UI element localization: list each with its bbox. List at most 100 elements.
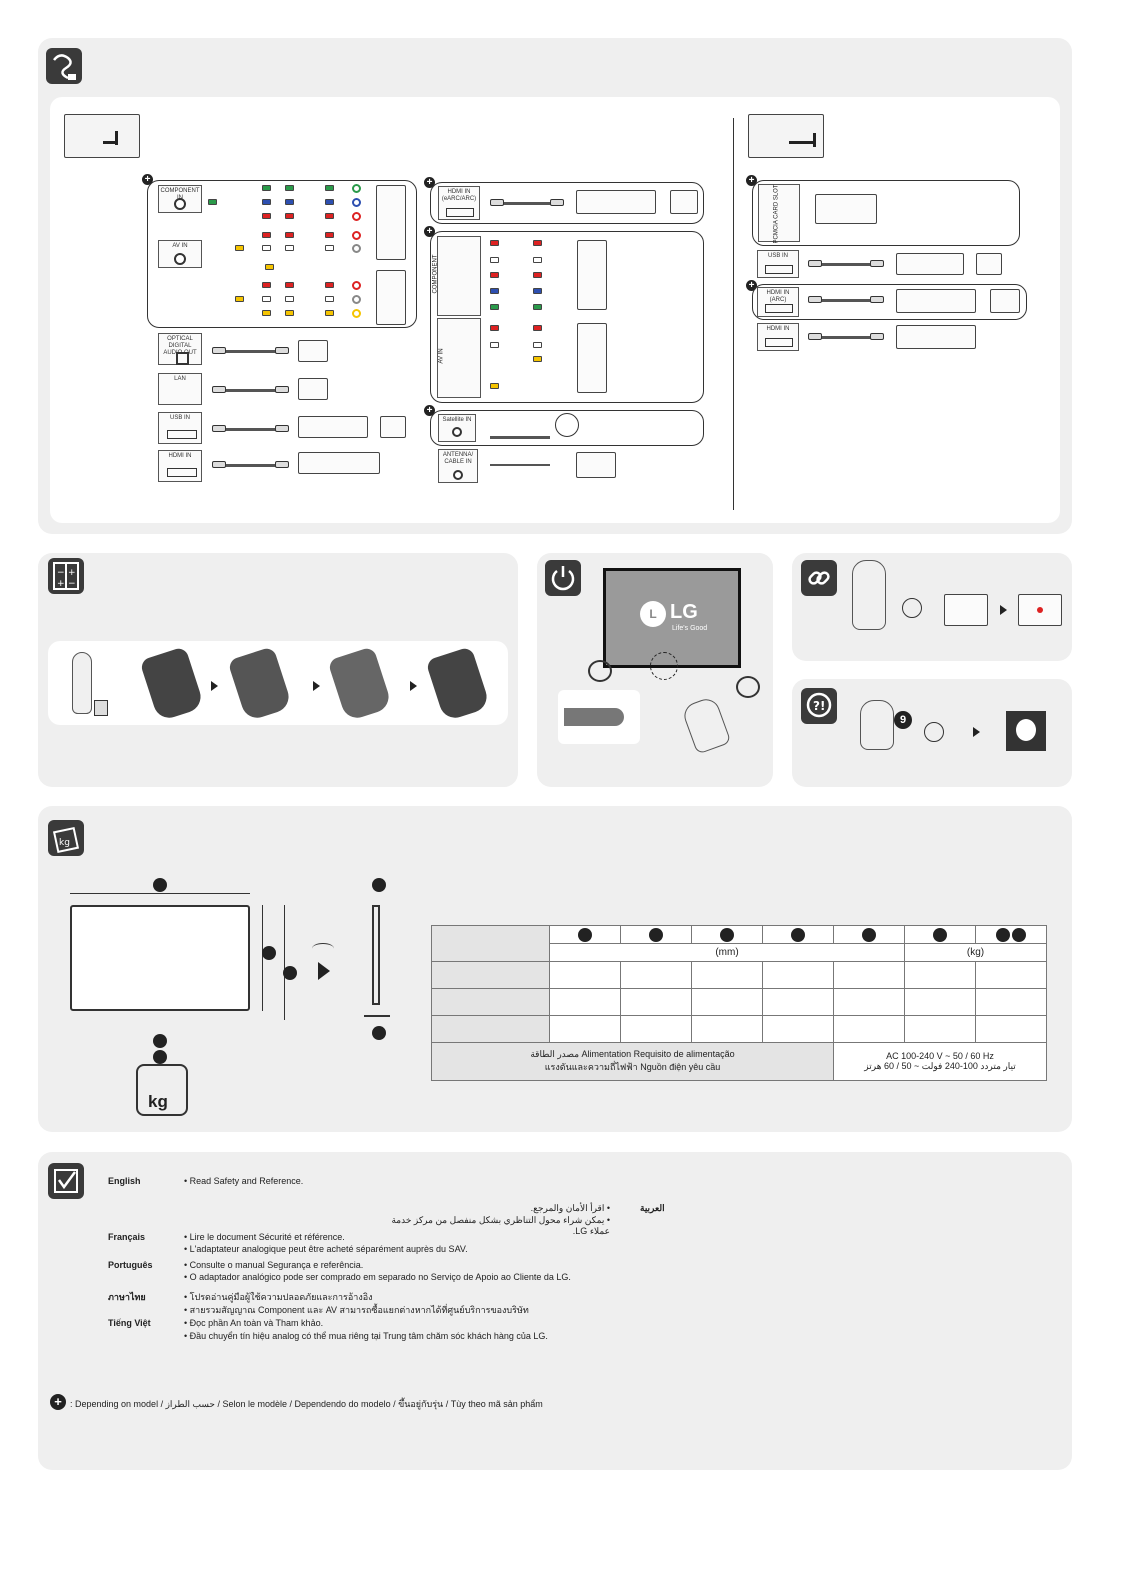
column-marker	[1012, 927, 1026, 942]
lang-portuguese: Português	[108, 1260, 153, 1270]
dimension-line	[262, 905, 263, 1011]
support-agent-icon	[1006, 711, 1046, 751]
lang-english: English	[108, 1176, 141, 1186]
note-line: • Đọc phần An toàn và Tham khảo.	[184, 1318, 324, 1328]
lang-french: Français	[108, 1232, 146, 1242]
hdmi-devices-right-icon	[896, 325, 976, 349]
sound-bar-icon	[298, 340, 328, 362]
checklist-icon	[48, 1163, 84, 1199]
optical-cable	[220, 350, 280, 353]
lang-thai: ภาษาไทย	[108, 1292, 146, 1302]
depending-on-model-icon: +	[424, 177, 435, 188]
hdmi-earc-soundbar-icon	[670, 190, 698, 214]
note-line: • โปรดอ่านคู่มือผู้ใช้ความปลอดภัยและการอ…	[184, 1292, 373, 1302]
column-marker	[933, 927, 947, 942]
dimension-marker	[372, 1026, 386, 1040]
column-marker	[996, 927, 1010, 942]
timer-icon	[902, 598, 922, 618]
lan-cable	[220, 389, 280, 392]
av-device-icon	[577, 323, 607, 393]
svg-text:kg: kg	[59, 838, 70, 848]
number-9-badge: 9	[894, 711, 912, 729]
footnote: : Depending on model / حسب الطراز / Selo…	[70, 1399, 543, 1409]
brand-text: LG	[670, 601, 698, 623]
step-arrow-icon	[313, 681, 320, 691]
table-row	[431, 988, 1047, 1016]
component-port-mid: COMPONENT	[433, 236, 481, 316]
lan-port: LAN	[158, 373, 202, 405]
tv-side-outline	[372, 905, 380, 1005]
remote-icon	[72, 652, 92, 714]
hdmi-arc-port: HDMI IN (ARC)	[757, 287, 799, 317]
note-line: • يمكن شراء محول التناظري بشكل منفصل من …	[391, 1215, 610, 1236]
hdmi-cable-right	[815, 336, 875, 339]
divider-line	[733, 118, 734, 510]
depending-on-model-icon: +	[424, 405, 435, 416]
antenna-cable	[490, 464, 550, 466]
antenna-icon	[576, 452, 616, 478]
dimension-marker	[153, 878, 167, 892]
usb-devices-right-icon	[896, 253, 964, 275]
step-arrow-icon	[1000, 605, 1007, 615]
usb-cable-left	[220, 428, 280, 431]
dimension-marker	[153, 1034, 167, 1048]
link-icon	[801, 560, 837, 596]
component-in-port: COMPONENT IN	[158, 185, 202, 213]
power-label-line2: แรงดันและความถี่ไฟฟ้า Nguồn điện yêu cầu	[544, 1062, 721, 1072]
svg-text:−: −	[57, 568, 65, 578]
dvd-player-icon	[376, 185, 406, 260]
component-device-icon	[577, 240, 607, 310]
satellite-bracket	[430, 410, 704, 446]
sound-off-icon	[588, 660, 612, 682]
timer-icon	[924, 722, 944, 742]
depending-on-model-icon: +	[50, 1394, 66, 1410]
table-header-row	[431, 925, 1047, 962]
hdmi-earc-cable	[498, 202, 558, 205]
help-icon: ?!	[801, 688, 837, 724]
hdmi-arc-devices-icon	[896, 289, 976, 313]
av-in-port-mid: AV IN	[437, 318, 481, 398]
notes-panel	[38, 1152, 1072, 1470]
tv-on-icon	[1018, 594, 1062, 626]
rotate-arrow-icon	[312, 943, 334, 954]
dimension-marker	[262, 946, 276, 960]
hdmi-arc-cable	[815, 299, 875, 302]
batteries-icon	[94, 700, 108, 716]
column-marker	[649, 927, 663, 942]
component-jack	[174, 198, 186, 210]
step-arrow-icon	[211, 681, 218, 691]
dimension-line	[70, 893, 250, 894]
pcmcia-bracket	[752, 180, 1020, 246]
ci-module-icon	[815, 194, 877, 224]
power-icon	[545, 560, 581, 596]
left-av-bracket	[147, 180, 417, 328]
svg-text:?!: ?!	[813, 699, 825, 713]
lang-arabic: العربية	[640, 1203, 665, 1213]
svg-text:+: +	[68, 568, 76, 578]
table-row	[431, 961, 1047, 989]
note-line: • Consulte o manual Segurança e referênc…	[184, 1260, 364, 1270]
note-line: • Read Safety and Reference.	[184, 1176, 304, 1186]
tv-back-left-icon	[64, 114, 140, 158]
button-press-card	[558, 690, 640, 744]
scale-icon: kg	[136, 1064, 188, 1116]
remote-help-icon	[860, 700, 894, 750]
hdmi-earc-devices-icon	[576, 190, 656, 214]
power-button-location	[650, 652, 678, 680]
note-line: • Lire le document Sécurité et référence…	[184, 1232, 345, 1242]
tv-stand-side	[364, 1005, 390, 1017]
lg-logo: L	[640, 601, 666, 627]
cable-icon	[46, 48, 82, 84]
usb-in-port-left: USB IN	[158, 412, 202, 444]
note-line: • Đầu chuyển tín hiệu analog có thể mua …	[184, 1331, 548, 1341]
step-arrow-icon	[410, 681, 417, 691]
power-value-line2: تيار متردد 100-240 فولت ~ 50 / 60 هرتز	[864, 1061, 1016, 1071]
tv-back-right-icon	[748, 114, 824, 158]
tv-front-outline	[70, 905, 250, 1011]
satellite-cable	[490, 436, 550, 439]
hdmi-in-port-left: HDMI IN	[158, 450, 202, 482]
note-line: • L'adaptateur analogique peut être ache…	[184, 1244, 468, 1254]
hdmi-arc-bracket	[752, 284, 1027, 320]
hdmi-earc-port: HDMI IN (eARC/ARC)	[438, 186, 480, 220]
optical-port: OPTICAL DIGITAL AUDIO OUT	[158, 333, 202, 365]
